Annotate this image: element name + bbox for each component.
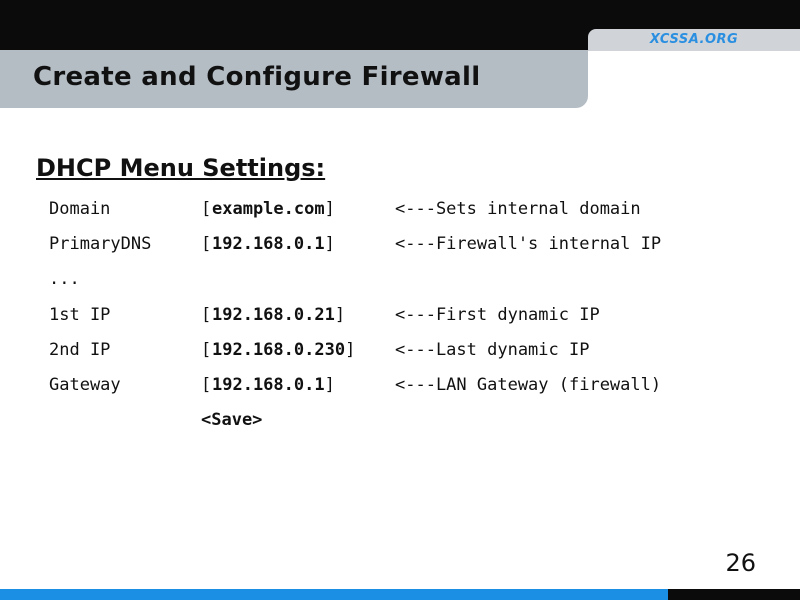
- bracket-close: ]: [345, 340, 356, 360]
- setting-comment: <---Last dynamic IP: [395, 340, 590, 360]
- setting-value: 192.168.0.1]: [212, 375, 335, 395]
- setting-value: example.com]: [212, 199, 335, 219]
- setting-comment: <---Firewall's internal IP: [395, 234, 662, 254]
- setting-value: 192.168.0.1]: [212, 234, 335, 254]
- bracket-open: [: [201, 305, 212, 325]
- bottom-stripe-blue: [0, 589, 668, 600]
- title-band: Create and Configure Firewall: [0, 50, 588, 108]
- slide-title: Create and Configure Firewall: [33, 62, 481, 92]
- setting-value: 192.168.0.21]: [212, 305, 345, 325]
- settings-row-2nd-ip: 2nd IP [ 192.168.0.230] <---Last dynamic…: [0, 340, 800, 366]
- settings-row-ellipsis: ...: [0, 269, 800, 295]
- bracket-open: [: [201, 375, 212, 395]
- brand-logo-text: XCSSA.ORG: [649, 32, 739, 47]
- setting-label: Domain: [49, 199, 111, 219]
- settings-row-primarydns: PrimaryDNS [ 192.168.0.1] <---Firewall's…: [0, 234, 800, 260]
- bracket-close: ]: [334, 305, 346, 325]
- setting-label: 1st IP: [49, 305, 111, 325]
- section-heading: DHCP Menu Settings:: [36, 154, 326, 182]
- setting-value-text: 192.168.0.21: [212, 305, 335, 325]
- bracket-close: ]: [324, 375, 335, 395]
- settings-row-1st-ip: 1st IP [ 192.168.0.21] <---First dynamic…: [0, 305, 800, 331]
- setting-label: 2nd IP: [49, 340, 111, 360]
- bracket-open: [: [201, 199, 212, 219]
- settings-row-domain: Domain [ example.com] <---Sets internal …: [0, 199, 800, 225]
- brand-tab: XCSSA.ORG: [588, 29, 800, 51]
- ellipsis-text: ...: [49, 269, 80, 289]
- bracket-open: [: [201, 234, 212, 254]
- save-button[interactable]: <Save>: [201, 410, 263, 430]
- setting-value-text: 192.168.0.1: [212, 375, 325, 395]
- setting-comment: <---LAN Gateway (firewall): [395, 375, 662, 395]
- bracket-close: ]: [324, 234, 335, 254]
- setting-comment: <---Sets internal domain: [395, 199, 641, 219]
- setting-value-text: example.com: [212, 199, 325, 219]
- bracket-open: [: [201, 340, 212, 360]
- page-number: 26: [725, 549, 756, 577]
- setting-comment: <---First dynamic IP: [395, 305, 600, 325]
- setting-value-text: 192.168.0.1: [212, 234, 325, 254]
- bracket-close: ]: [324, 199, 335, 219]
- setting-value-text: 192.168.0.230: [212, 340, 346, 360]
- setting-label: PrimaryDNS: [49, 234, 152, 254]
- setting-label: Gateway: [49, 375, 121, 395]
- setting-value: 192.168.0.230]: [212, 340, 355, 360]
- bottom-stripe-dark: [668, 589, 800, 600]
- settings-row-gateway: Gateway [ 192.168.0.1] <---LAN Gateway (…: [0, 375, 800, 401]
